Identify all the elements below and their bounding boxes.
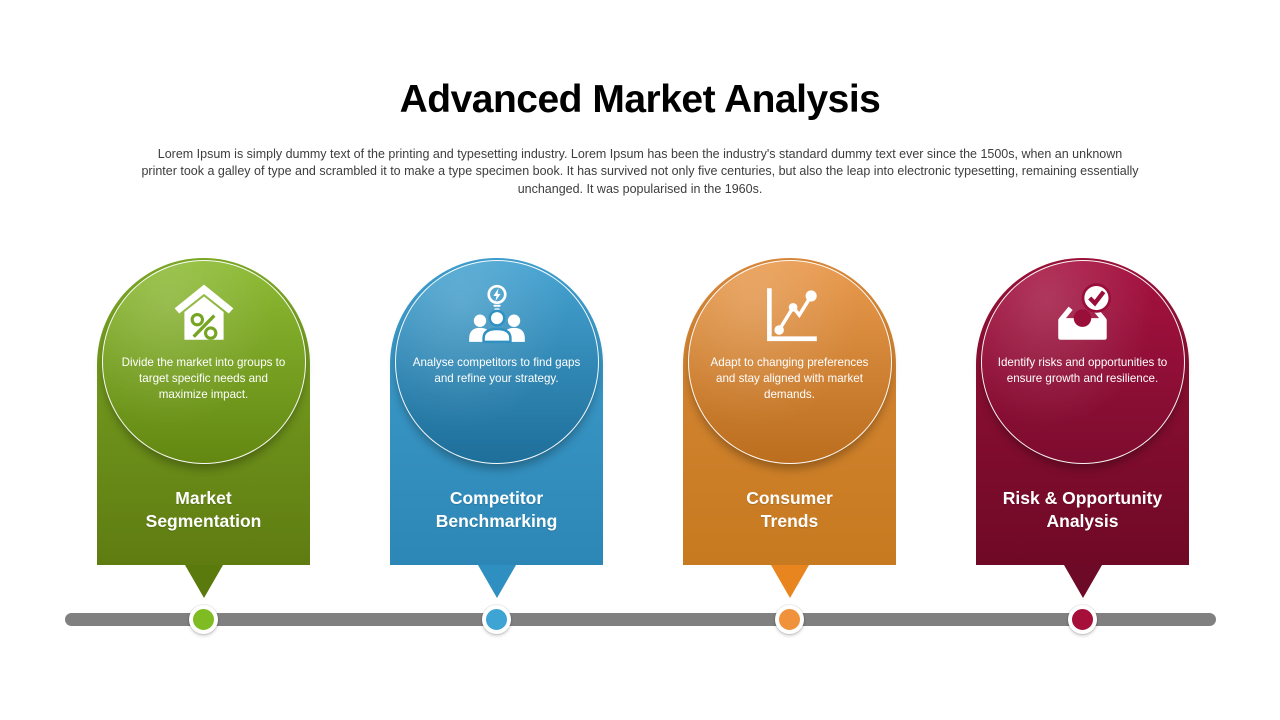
card-market-segmentation: Divide the market into groups to target …	[97, 258, 310, 634]
timeline-bar	[65, 613, 1216, 626]
card-circle: Analyse competitors to find gaps and ref…	[394, 260, 599, 464]
cards-row: Divide the market into groups to target …	[97, 258, 1189, 634]
card-risk-opportunity-analysis: Identify risks and opportunities to ensu…	[976, 258, 1189, 634]
card-circle: Adapt to changing preferences and stay a…	[687, 260, 892, 464]
team-idea-icon	[464, 281, 530, 347]
slide-subtitle: Lorem Ipsum is simply dummy text of the …	[141, 147, 1139, 196]
card-title: Risk & Opportunity Analysis	[1002, 488, 1163, 531]
card-pointer	[184, 565, 223, 598]
timeline-dot	[1068, 605, 1097, 634]
card-circle: Divide the market into groups to target …	[101, 260, 306, 464]
card-description: Adapt to changing preferences and stay a…	[710, 356, 869, 401]
timeline-dot	[775, 605, 804, 634]
card-description: Identify risks and opportunities to ensu…	[997, 356, 1168, 385]
trend-chart-icon	[757, 281, 823, 347]
card-title: Consumer Trends	[746, 488, 833, 531]
card-pointer	[1063, 565, 1102, 598]
timeline-dot	[482, 605, 511, 634]
card-title: Market Segmentation	[145, 488, 262, 531]
card-competitor-benchmarking: Analyse competitors to find gaps and ref…	[390, 258, 603, 634]
card-description: Divide the market into groups to target …	[121, 356, 286, 401]
card-pointer	[477, 565, 516, 598]
card-pointer	[770, 565, 809, 598]
card-circle: Identify risks and opportunities to ensu…	[980, 260, 1185, 464]
inbox-check-icon	[1050, 281, 1116, 347]
card-description: Analyse competitors to find gaps and ref…	[412, 356, 581, 385]
slide-title: Advanced Market Analysis	[399, 78, 881, 121]
card-title: Competitor Benchmarking	[435, 488, 558, 531]
timeline-dot	[189, 605, 218, 634]
house-percent-icon	[171, 281, 237, 347]
card-consumer-trends: Adapt to changing preferences and stay a…	[683, 258, 896, 634]
